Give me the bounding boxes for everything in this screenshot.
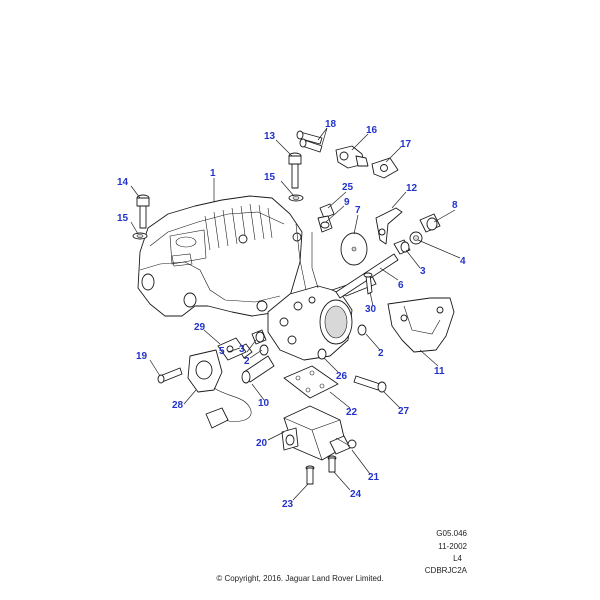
callout-3: 3 [239, 344, 245, 355]
callout-15: 15 [117, 213, 129, 224]
callout-20: 20 [256, 438, 268, 449]
gasket-17 [371, 157, 399, 179]
screw-30 [363, 272, 373, 295]
callout-17: 17 [400, 139, 412, 150]
plenum-cover [137, 195, 303, 317]
bolt-13 [288, 152, 304, 202]
seal-26 [317, 348, 327, 360]
callout-5: 5 [219, 346, 225, 357]
drawing-level: L4 [453, 554, 462, 563]
throttle-disc-7 [340, 232, 368, 266]
callout-11: 11 [434, 366, 445, 377]
lever-12 [375, 207, 403, 245]
callout-21: 21 [368, 472, 380, 483]
bracket-11 [387, 297, 455, 353]
throttle-body [267, 223, 377, 361]
screw-24 [327, 455, 337, 473]
callout-18: 18 [325, 119, 337, 130]
callout-24: 24 [350, 489, 362, 500]
figure-code: G05.046 [436, 529, 467, 538]
seal-2-right [357, 324, 367, 336]
callout-29: 29 [194, 322, 206, 333]
callout-labels: 1 2 2 2 3 3 4 5 6 7 8 9 10 11 12 13 14 1… [117, 119, 466, 510]
callout-1: 1 [210, 168, 216, 179]
callout-3: 3 [420, 266, 426, 277]
callout-2: 2 [378, 348, 384, 359]
callout-25: 25 [342, 182, 354, 193]
callout-8: 8 [452, 200, 458, 211]
bush-3-left [251, 329, 267, 345]
screw-21 [335, 437, 357, 449]
screw-23 [305, 465, 315, 485]
drawing-date: 11-2002 [438, 542, 467, 551]
callout-27: 27 [398, 406, 410, 417]
callout-4: 4 [460, 256, 466, 267]
callout-14: 14 [117, 177, 129, 188]
callout-23: 23 [282, 499, 294, 510]
callout-19: 19 [136, 351, 148, 362]
seal-2-left [259, 344, 269, 356]
valve-28 [187, 349, 252, 429]
callout-7: 7 [355, 205, 361, 216]
callout-15: 15 [264, 172, 276, 183]
screws-18 [296, 130, 323, 153]
copyright-notice: © Copyright, 2016. Jaguar Land Rover Lim… [216, 574, 384, 583]
callout-13: 13 [264, 131, 276, 142]
drawing-id: CDBRJC2A [424, 566, 467, 575]
callout-2: 2 [244, 356, 250, 367]
bush-4 [409, 231, 423, 245]
callout-22: 22 [346, 407, 358, 418]
callout-28: 28 [172, 400, 184, 411]
pipe-10 [241, 355, 275, 384]
housing-20 [281, 405, 351, 461]
bolt-14 [132, 194, 150, 240]
callout-10: 10 [258, 398, 270, 409]
spring-8 [419, 213, 441, 233]
leader-lines [130, 127, 461, 501]
callout-12: 12 [406, 183, 418, 194]
callout-9: 9 [344, 197, 350, 208]
bolt-27 [353, 375, 387, 393]
gasket-22 [283, 365, 339, 399]
callout-30: 30 [365, 304, 377, 315]
clip-25 [319, 203, 335, 219]
callout-6: 6 [398, 280, 404, 291]
bolt-19 [157, 367, 183, 384]
sensor-16 [335, 145, 369, 169]
callout-16: 16 [366, 125, 378, 136]
callout-26: 26 [336, 371, 348, 382]
